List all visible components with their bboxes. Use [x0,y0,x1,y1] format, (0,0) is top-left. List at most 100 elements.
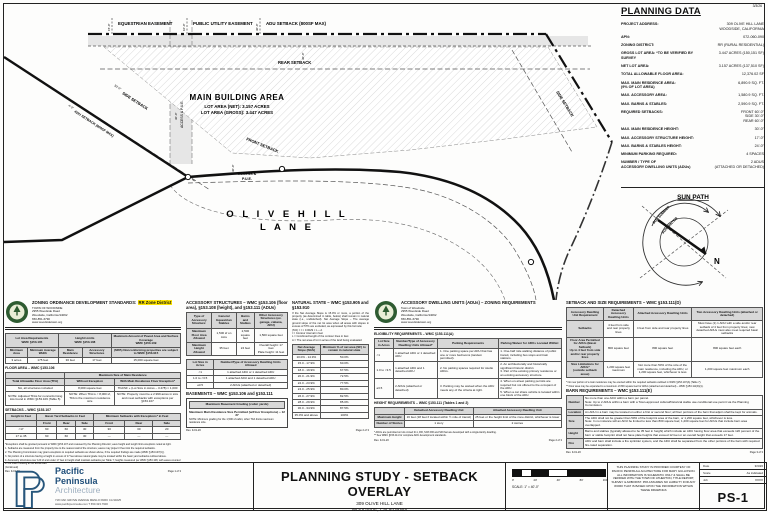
table-cell: An ADU in a barn may be located on eithe… [582,408,763,416]
firm-logo-cell: Pacific Peninsula Architecture 718 OAK G… [4,463,254,510]
adu-requirements-group: ACCESSORY DWELLING UNITS (ADUs) – ZONING… [373,300,563,443]
kv-label: MAX. ACCESSORY AREA: [621,93,667,98]
dim-4ft: 4'-0" [67,103,74,110]
table-supheader-cell: Maximum Size of Main Residence [64,371,181,380]
table-row: 26.0 - 27.9%82.5% [292,392,370,401]
list-item: 2. The Planning Commission may grant exc… [5,450,165,454]
list-item: 80' [579,478,584,482]
list-item: 160' [602,478,608,482]
table-cell: <1 [185,368,215,377]
kv-label: MAX. MAIN RESIDENCE HEIGHT: [621,127,679,132]
g4-setback-title: SETBACK AND SIZE REQUIREMENTS – WMC §153… [566,300,681,305]
table-cell: NA, all structures included [4,384,66,393]
kv-label: MAX. ACCESSORY STRUCTURE HEIGHT: [621,135,694,140]
g4-setback-notes: * No new portion of a main residence may… [566,381,763,388]
g4-barn-title: BARN REQUIREMENTS – WMC §153.111(E) [566,388,652,394]
table-cell: 25 feet or the height limit of the zone … [472,413,563,422]
g2-accessory-table: Type of Accessory Structure:General Eque… [185,311,289,357]
planning-data-title: PLANNING DATA [621,6,701,17]
label-public-utility-easement: PUBLIC UTILITY EASEMENT [193,21,253,26]
table-header-cell: Main Residence [57,346,83,358]
list-item: * No new portion of a main residence may… [566,381,702,385]
table-cell: 72.5% [319,373,370,381]
north-arrow-icon [657,218,707,256]
table-row: 28.0 - 29.9%85.0% [292,398,370,407]
g2-basements-header: Maximum Basement Grading (cubic yards) [189,401,286,409]
title-block: Pacific Peninsula Architecture 718 OAK G… [3,462,767,512]
table-cell: 175 feet [26,356,59,365]
g2-slope-table: Net Average Slope (NAS)Minimum % of net … [292,344,370,420]
property-line-left [3,55,189,179]
kv-row: NUMBER / TYPE OF ACCESSORY DWELLING UNIT… [621,160,764,169]
g4-page: Page 3 of 3 [749,451,763,454]
g1-title: ZONING ORDINANCE DEVELOPMENT STANDARDS: [32,300,138,305]
g2-natural-state-title: NATURAL STATE – WMC §153.905 and §153.91… [292,300,369,310]
table-cell: 60 [36,432,58,441]
kv-value: 2 ADUS (ATTACHED OR DETACHED) [714,160,764,169]
g2-rev: Rev. 9-01-20 [186,429,201,433]
table-cell: 1,200 square feet maximum each [691,360,763,379]
table-cell: 4 feet from side and rear property lines [602,320,634,338]
label-equestrian-easement: EQUESTRIAN EASEMENT [118,21,173,26]
table-header-cell: Barns and Stables [235,311,255,330]
list-item: 2955 Woodside Road [32,309,60,314]
table-cell: Overall height: 17 feet Plate height: 11… [253,341,289,357]
road-node [527,258,535,266]
list-item: 650-851-6790 [401,316,420,321]
table-cell: 3. Parking may be waived when the ADU me… [437,378,499,400]
table-row: 20.0 - 21.9%72.5% [292,373,370,381]
sun-arc-winter [651,202,708,227]
kv-value: RR (RURAL RESIDENTIAL) [717,43,764,48]
label-access-pue-vertical: ACCESS & P.U.E. [180,100,184,128]
list-item: *Exceptions shall be granted pursuant to… [5,443,172,447]
kv-row: MAX. MAIN RESIDENCE AREA: (9% OF LOT ARE… [621,81,764,90]
table-cell: 4. When on-street parking permits are re… [497,378,563,400]
table-supheader-cell: Basic Yard Setbacks in Feet [36,413,95,421]
table-header-cell: Accessory Structures [81,346,113,358]
table-cell: 1.0 to <3.5 [374,361,394,380]
table-header-cell: (MPA) Nonconforming properties are subje… [111,346,181,358]
sheet-title: PLANNING STUDY - SETBACK OVERLAY [281,469,478,499]
g3-footnotes: * ADUs are permitted on lots zoned R-1, … [374,431,562,438]
table-cell: No more than one ADU within a barn per p… [582,395,763,410]
disclaimer-text: THIS PLANNING STUDY IS PROVIDED COURTESY… [611,465,696,492]
table-cell: 800 square feet [632,336,693,362]
table-cell: 2. An architecturally and historically s… [497,361,563,380]
table-cell: 1 attached ADU or 1 detached ADU [392,348,439,363]
table-cell: 24 feet [235,341,255,357]
kv-row: APN:072-060-090 [621,35,764,40]
table-cell: 60 [36,426,58,434]
table-header-cell: Number/Type of Accessory Dwelling Units … [213,359,289,370]
road-olive-hill-lane [187,168,556,300]
kv-row: TOTAL ALLOWABLE FLOOR AREA:12,376.02 SF [621,72,764,77]
g3-page: Page 2 of 3 [548,438,562,442]
table-header-cell: General Equestrian Stables [211,311,237,330]
table-row: 18.0 - 19.9%67.5% [292,366,370,375]
g1-rev: Rev. 9-01-20 [5,469,20,473]
table-row: 30.0 - 34.9%87.5% [292,405,370,413]
sun-path-title: SUN PATH [677,194,709,201]
list-item: 1. Setbacks are measured from the proper… [5,447,156,450]
table-cell: — [93,432,126,441]
g1-footnotes: *Exceptions shall be granted pursuant to… [5,443,181,469]
kv-label: ZONING DISTRICT: [621,43,655,48]
table-header-cell: Lot Size in Acres [185,359,215,370]
planning-data-panel: PLANNING DATA PROJECT ADDRESS:309 OLIVE … [621,6,764,173]
table-cell: Maximum Height Allowed [185,341,213,357]
table-cell: 30 feet [57,356,83,365]
table-header-cell: Attached Accessory Dwelling Units [632,306,693,322]
table-cell: 77.5% [319,379,370,388]
firm-address: 718 OAK GROVE AVENUE MENLO PARK CA 94025 [55,497,122,502]
